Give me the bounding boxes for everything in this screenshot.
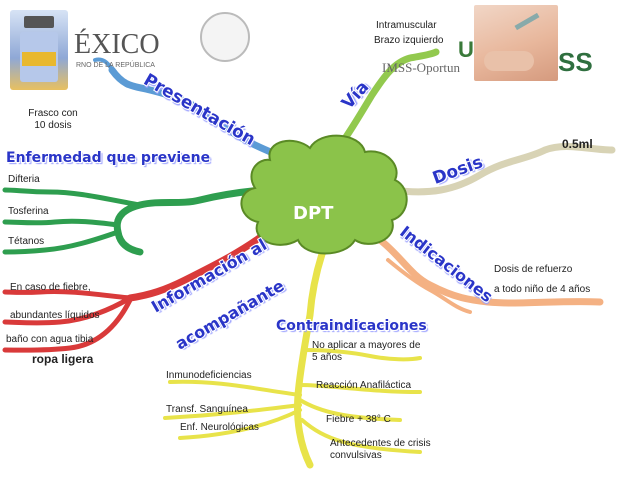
- branch-enfermedad: [113, 186, 266, 256]
- vial-photo: [10, 10, 68, 90]
- branch-informacion: [126, 226, 274, 302]
- seal-icon: [200, 12, 250, 62]
- contra-item-anafilactica: Reacción Anafiláctica: [316, 380, 412, 391]
- informacion-item-ropa: ropa ligera: [32, 352, 94, 366]
- branch-indicaciones: [376, 236, 604, 307]
- center-cloud: [240, 134, 408, 255]
- contra-item-neuro: Enf. Neurológicas: [180, 422, 259, 433]
- contra-item-fiebre: Fiebre + 38° C: [326, 414, 391, 425]
- via-detail-line1: Intramuscular: [376, 20, 437, 31]
- presentacion-detail: Frasco con 10 dosis: [28, 108, 78, 131]
- contra-item-mayores: No aplicar a mayores de 5 años: [312, 340, 421, 363]
- imss-logo: IMSS-Oportun: [382, 60, 461, 75]
- branch-dosis: [388, 142, 616, 196]
- enfermedad-item-difteria: Difteria: [8, 174, 40, 185]
- contraindicaciones-heading: Contraindicaciones: [276, 318, 427, 334]
- center-label: DPT: [293, 203, 334, 224]
- contra-item-convulsivas: Antecedentes de crisis convulsivas: [330, 438, 431, 461]
- contra-item-transf: Transf. Sanguínea: [166, 404, 248, 415]
- via-detail-line2: Brazo izquierdo: [374, 35, 444, 46]
- injection-photo: [474, 5, 558, 81]
- indicaciones-detail-line1: Dosis de refuerzo: [494, 264, 573, 275]
- contra-item-inmuno: Inmunodeficiencias: [166, 370, 252, 381]
- enfermedad-heading: Enfermedad que previene: [6, 150, 211, 166]
- enfermedad-item-tosferina: Tosferina: [8, 206, 49, 217]
- informacion-item-liquidos: abundantes líquidos: [10, 310, 100, 321]
- imss-letters-right: SS: [558, 47, 593, 77]
- dosis-value: 0.5ml: [562, 137, 593, 151]
- enfermedad-item-tetanos: Tétanos: [8, 236, 45, 247]
- branch-contraindicaciones: [294, 241, 329, 469]
- informacion-item-fiebre: En caso de fiebre,: [10, 282, 91, 293]
- imss-letter-left: U: [458, 37, 474, 62]
- branch-presentacion: [108, 66, 294, 164]
- mexico-logo: ÉXICO RNO DE LA REPÚBLICA: [74, 29, 160, 70]
- branch-via: [326, 48, 440, 164]
- indicaciones-detail-line2: a todo niño de 4 años: [494, 284, 591, 295]
- informacion-item-bano: baño con agua tibia: [6, 334, 94, 345]
